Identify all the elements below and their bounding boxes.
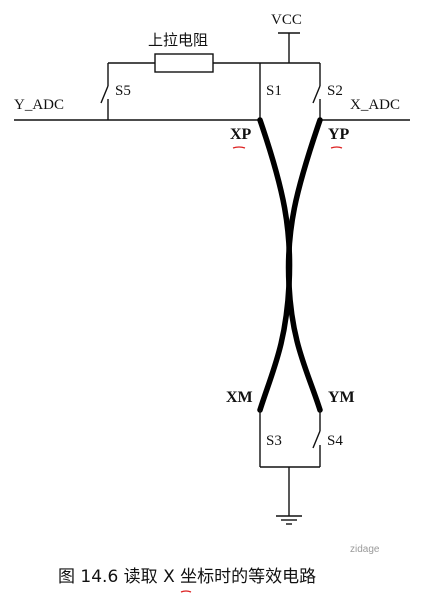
s2-label: S2 (327, 83, 343, 99)
y-adc-label: Y_ADC (14, 97, 64, 113)
pullup-resistor (154, 53, 214, 73)
s5-switch-blade (100, 85, 109, 104)
xp-label: XP (230, 126, 252, 143)
s5-label: S5 (115, 83, 131, 99)
s4-switch-blade (312, 430, 321, 449)
ym-label: YM (328, 389, 355, 406)
s1-label: S1 (266, 83, 282, 99)
y-layer-resistive-line (285, 117, 323, 413)
figure-caption: 图 14.6 读取 X 坐标时的等效电路 (58, 567, 316, 587)
yp-underline-mark (330, 146, 343, 149)
x-adc-label: X_ADC (350, 97, 400, 113)
xm-label: XM (226, 389, 253, 406)
s2-switch-blade (312, 85, 321, 104)
yp-label: YP (328, 126, 350, 143)
caption-underline-mark (180, 590, 192, 593)
s3-label: S3 (266, 433, 282, 449)
s4-label: S4 (327, 433, 343, 449)
x-layer-resistive-line (257, 117, 293, 413)
ground-icon (276, 515, 302, 525)
watermark-text: zidage (350, 544, 380, 555)
xp-underline-mark (232, 146, 246, 149)
vcc-label: VCC (271, 12, 302, 28)
pullup-resistor-label: 上拉电阻 (148, 31, 208, 49)
